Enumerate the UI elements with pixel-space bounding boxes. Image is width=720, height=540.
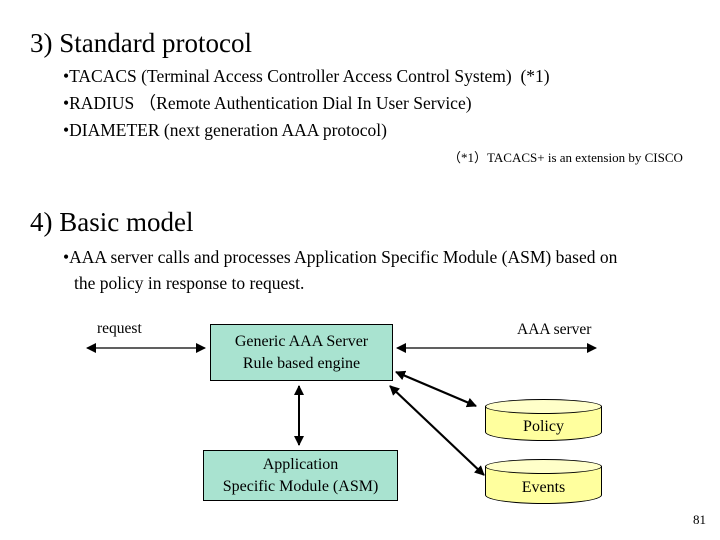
events-cylinder: Events (485, 459, 602, 504)
asm-box: Application Specific Module (ASM) (203, 450, 398, 501)
policy-cylinder: Policy (485, 399, 602, 441)
generic-box-line2: Rule based engine (242, 354, 361, 372)
events-cylinder-label: Events (521, 479, 566, 496)
policy-cylinder-top (485, 399, 602, 414)
bullet-diameter: •DIAMETER (next generation AAA protocol) (63, 120, 387, 140)
section4-bullet: •AAA server calls and processes Applicat… (63, 244, 617, 296)
bullet-radius: •RADIUS （Remote Authentication Dial In U… (63, 93, 472, 113)
request-label: request (97, 320, 142, 337)
section4-bullet-line2: the policy in response to request. (74, 273, 305, 293)
bullet-tacacs: •TACACS (Terminal Access Controller Acce… (63, 66, 550, 86)
aaa-server-label: AAA server (517, 321, 592, 338)
section4-bullet-line1: •AAA server calls and processes Applicat… (63, 247, 618, 267)
section3-title: 3) Standard protocol (30, 28, 252, 58)
asm-box-line1: Application (262, 455, 339, 473)
section3-bullet-list: •TACACS (Terminal Access Controller Acce… (63, 63, 550, 144)
footnote-tacacs-cisco: （*1）TACACS+ is an extension by CISCO (448, 150, 683, 165)
section4-title: 4) Basic model (30, 207, 194, 237)
generic-box-line1: Generic AAA Server (234, 332, 369, 350)
server-events-double-arrow (389, 385, 485, 476)
events-cylinder-top (485, 459, 602, 474)
generic-aaa-server-box: Generic AAA Server Rule based engine (210, 324, 393, 381)
server-policy-double-arrow (395, 370, 477, 408)
page-number: 81 (693, 512, 706, 527)
asm-box-line2: Specific Module (ASM) (222, 477, 379, 495)
policy-cylinder-label: Policy (523, 417, 564, 435)
